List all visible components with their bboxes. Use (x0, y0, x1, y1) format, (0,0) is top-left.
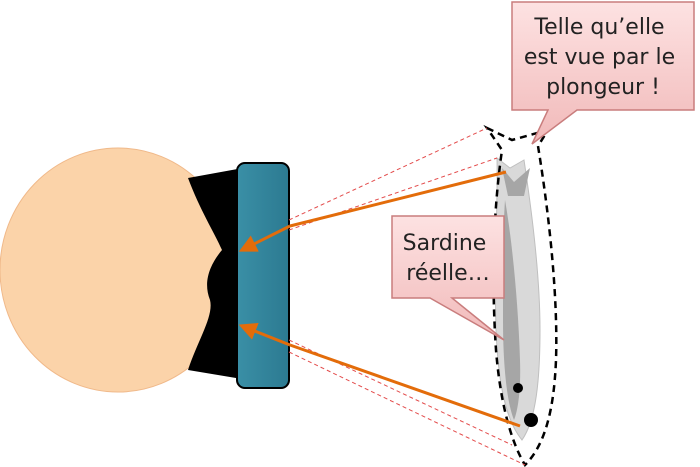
svg-text:Sardine réelle…: Sardine réelle… (403, 231, 494, 286)
light-ray-bottom (289, 343, 521, 428)
mask-glass (236, 162, 290, 389)
sight-line-bottom-2 (288, 339, 513, 446)
apparent-callout: Telle qu’elle est vue par le plongeur ! (511, 1, 695, 145)
real-label-line-1: Sardine (403, 231, 487, 256)
light-ray-bottom-in-mask (238, 322, 291, 347)
real-sardine-inner (503, 200, 521, 420)
apparent-sardine (483, 124, 558, 467)
mask-frame (188, 168, 248, 380)
real-sardine-tail (502, 168, 530, 196)
real-sardine-eye (513, 383, 523, 393)
apparent-label-line-1: Telle qu’elle (533, 15, 664, 40)
light-ray-top-in-mask (238, 224, 291, 252)
apparent-sardine-eye (524, 413, 538, 427)
apparent-label-line-3: plongeur ! (546, 75, 660, 100)
sight-line-bottom (288, 351, 526, 466)
sight-line-top (288, 127, 488, 221)
svg-text:Telle qu’elle est vue pa: Telle qu’elle est vue par le plongeur ! (524, 15, 682, 100)
apparent-label-line-2: est vue par le (524, 45, 675, 70)
real-label-line-2: réelle… (406, 261, 489, 286)
real-callout: Sardine réelle… (391, 215, 505, 341)
light-ray-top (289, 170, 507, 228)
